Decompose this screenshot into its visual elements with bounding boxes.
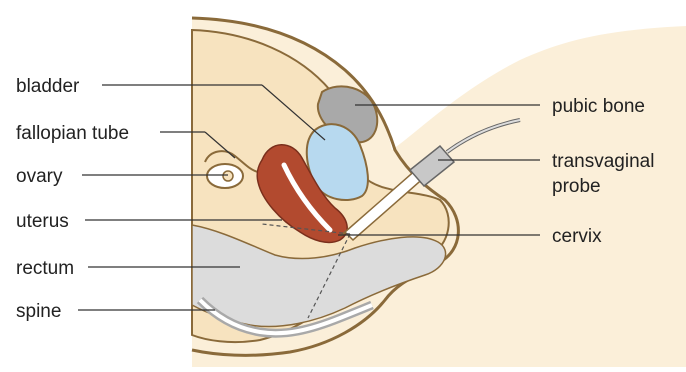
label-spine: spine <box>16 301 61 322</box>
label-pubic-bone: pubic bone <box>552 96 645 117</box>
ovary-follicle <box>223 171 233 181</box>
label-rectum: rectum <box>16 258 74 279</box>
label-ovary: ovary <box>16 166 63 187</box>
label-bladder: bladder <box>16 76 80 97</box>
label-fallopian-tube: fallopian tube <box>16 123 129 144</box>
label-transvaginal: transvaginal <box>552 151 654 172</box>
label-probe: probe <box>552 176 601 197</box>
label-cervix: cervix <box>552 226 602 247</box>
label-uterus: uterus <box>16 211 69 232</box>
